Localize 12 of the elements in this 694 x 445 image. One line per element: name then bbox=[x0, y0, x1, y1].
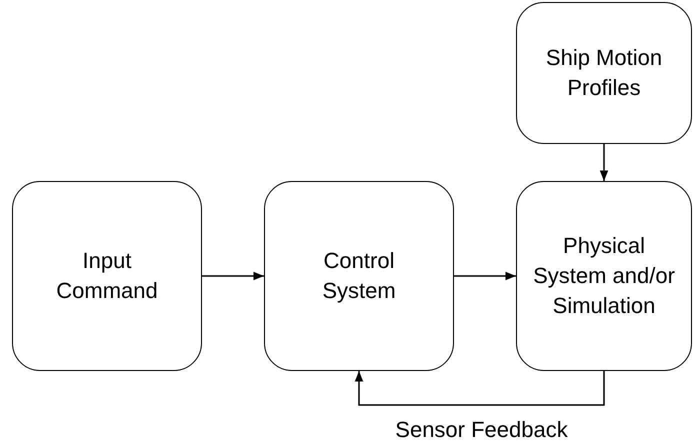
node-label: Physical System and/or Simulation bbox=[532, 232, 676, 320]
rounded-box bbox=[12, 181, 202, 371]
rounded-box bbox=[516, 181, 692, 371]
arrow bbox=[202, 272, 264, 280]
arrow bbox=[600, 144, 608, 181]
node-label: Control System bbox=[321, 247, 397, 305]
node-label: Input Command bbox=[55, 247, 159, 305]
rounded-box bbox=[516, 2, 692, 144]
arrow bbox=[454, 272, 516, 280]
arrow bbox=[354, 371, 605, 406]
node-label: Ship Motion Profiles bbox=[544, 44, 664, 102]
rounded-box bbox=[264, 181, 454, 371]
